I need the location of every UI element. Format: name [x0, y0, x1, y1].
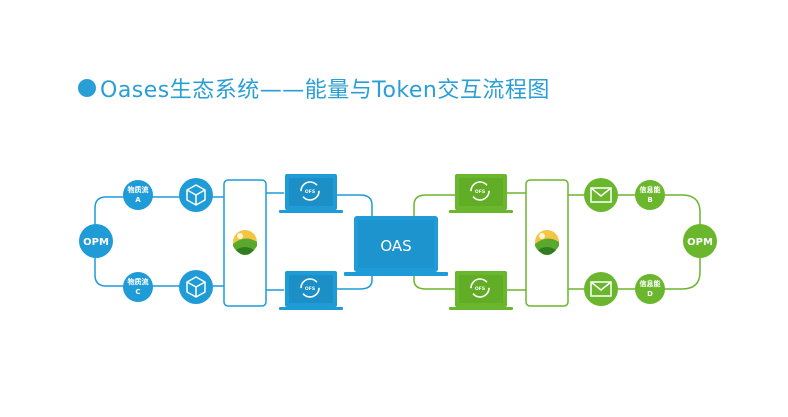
info-energy-b-label: 信息能: [640, 185, 661, 194]
page-title: Oases生态系统——能量与Token交互流程图: [78, 72, 550, 104]
cube-icon: [179, 270, 213, 304]
info-energy-d-node: 信息能 D: [635, 274, 665, 304]
opm-left-label: OPM: [83, 237, 109, 248]
info-energy-d-letter: D: [647, 290, 653, 298]
laptop-left-top: OFS: [279, 174, 343, 213]
material-flow-a-letter: A: [135, 196, 141, 204]
info-energy-b-letter: B: [647, 196, 652, 204]
laptop-right-top-badge: OFS: [475, 189, 485, 195]
opm-right-label: OPM: [687, 237, 713, 248]
opm-left-node: OPM: [79, 224, 113, 258]
info-energy-d-label: 信息能: [640, 279, 661, 288]
laptop-left-top-badge: OFS: [305, 189, 315, 195]
laptop-left-bottom-badge: OFS: [305, 286, 315, 292]
title-bullet: [78, 79, 96, 97]
material-flow-c-label: 物质流: [128, 277, 149, 286]
right-hub-panel: [525, 179, 569, 307]
opm-right-node: OPM: [683, 224, 717, 258]
envelope-icon: [584, 272, 618, 306]
cube-icon: [179, 178, 213, 212]
material-flow-c-letter: C: [135, 288, 140, 296]
left-connectors: [94, 192, 373, 291]
oas-center-node: OAS: [344, 216, 448, 276]
oases-logo-icon: [535, 230, 559, 255]
laptop-right-top: OFS: [449, 174, 513, 213]
oases-logo-icon: [233, 230, 257, 255]
material-flow-c-node: 物质流 C: [123, 272, 153, 302]
title-text: Oases生态系统——能量与Token交互流程图: [100, 78, 550, 103]
info-energy-b-node: 信息能 B: [635, 180, 665, 210]
material-flow-a-label: 物质流: [128, 185, 149, 194]
envelope-icon: [584, 178, 618, 212]
left-hub-panel: [223, 179, 267, 307]
laptop-right-bottom: OFS: [449, 271, 513, 310]
laptop-left-bottom: OFS: [279, 271, 343, 310]
right-connectors: [413, 192, 701, 291]
oas-label: OAS: [380, 237, 411, 255]
material-flow-a-node: 物质流 A: [123, 180, 153, 210]
laptop-right-bottom-badge: OFS: [475, 286, 485, 292]
